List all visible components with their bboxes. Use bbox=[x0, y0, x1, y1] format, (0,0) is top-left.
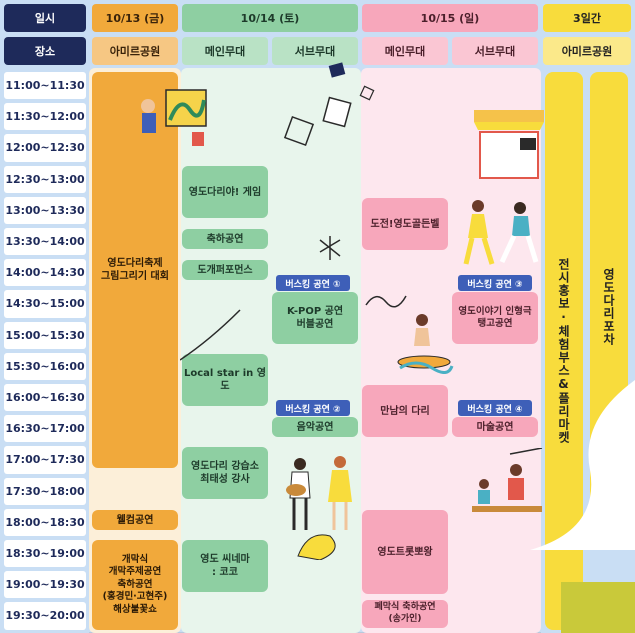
deco-white-wave bbox=[530, 380, 635, 550]
time-slot: 19:00~19:30 bbox=[4, 571, 86, 599]
time-slot: 18:30~19:00 bbox=[4, 540, 86, 568]
event-yeongdo-game: 영도다리야! 게임 bbox=[182, 166, 268, 218]
header-day1: 10/13 (금) bbox=[92, 4, 178, 32]
fishing-illustration bbox=[472, 448, 543, 512]
time-slot: 14:30~15:00 bbox=[4, 290, 86, 318]
event-opening: 개막식 개막주제공연 축하공연 (홍경민·고현주) 해상불꽃쇼 bbox=[92, 540, 178, 630]
dancers-illustration bbox=[463, 200, 539, 265]
deco-shapes bbox=[180, 62, 407, 560]
header-day3-sub: 서브무대 bbox=[452, 37, 538, 65]
deco-corner-block bbox=[561, 582, 635, 633]
busking-2-tag: 버스킹 공연 ② bbox=[276, 400, 350, 416]
time-slot: 11:30~12:00 bbox=[4, 103, 86, 131]
event-puppet-tango: 영도이야기 인형극 탱고공연 bbox=[452, 292, 538, 344]
busking-1-tag: 버스킹 공연 ① bbox=[276, 275, 350, 291]
event-closing: 폐막식 축하공연 (송가인) bbox=[362, 600, 448, 628]
time-slot: 16:30~17:00 bbox=[4, 415, 86, 443]
time-slot: 15:30~16:00 bbox=[4, 352, 86, 380]
header-day1-place: 아미르공원 bbox=[92, 37, 178, 65]
event-magic: 마술공연 bbox=[452, 417, 538, 437]
event-trot-king: 영도트롯뽀왕 bbox=[362, 510, 448, 594]
time-slot: 17:00~17:30 bbox=[4, 446, 86, 474]
painter-illustration bbox=[141, 89, 207, 146]
event-welcome: 웰컴공연 bbox=[92, 510, 178, 530]
event-lecture: 영도다리 강습소 최태성 강사 bbox=[182, 447, 268, 499]
time-slot: 13:00~13:30 bbox=[4, 196, 86, 224]
time-slot: 18:00~18:30 bbox=[4, 508, 86, 536]
event-music: 음악공연 bbox=[272, 417, 358, 437]
time-slot: 14:00~14:30 bbox=[4, 259, 86, 287]
header-day3: 10/15 (일) bbox=[362, 4, 538, 32]
surfer-illustration bbox=[397, 314, 454, 374]
time-slot: 19:30~20:00 bbox=[4, 602, 86, 630]
event-drawing-contest: 영도다리축제 그림그리기 대회 bbox=[92, 72, 178, 468]
busking-3-tag: 버스킹 공연 ③ bbox=[458, 275, 532, 291]
time-slot: 12:00~12:30 bbox=[4, 134, 86, 162]
header-day2-main: 메인무대 bbox=[182, 37, 268, 65]
event-golden-bell: 도전!영도골든벨 bbox=[362, 198, 448, 250]
time-slot: 11:00~11:30 bbox=[4, 72, 86, 100]
header-day3-main: 메인무대 bbox=[362, 37, 448, 65]
event-cinema: 영도 씨네마 : 코코 bbox=[182, 540, 268, 592]
header-date-label: 일시 bbox=[4, 4, 86, 32]
busking-4-tag: 버스킹 공연 ④ bbox=[458, 400, 532, 416]
event-exhibition-booth: 전시홍보·체험부스&플리마켓 bbox=[545, 72, 583, 630]
header-day2-sub: 서브무대 bbox=[272, 37, 358, 65]
time-slot: 13:30~14:00 bbox=[4, 228, 86, 256]
event-bascule-performance: 도개퍼포먼스 bbox=[182, 260, 268, 280]
time-slot: 15:00~15:30 bbox=[4, 321, 86, 349]
event-local-star: Local star in 영도 bbox=[182, 354, 268, 406]
event-kpop-bubble: K-POP 공연 버블공연 bbox=[272, 292, 358, 344]
booth-illustration bbox=[474, 110, 544, 179]
time-slot: 17:30~18:00 bbox=[4, 477, 86, 505]
event-celebration: 축하공연 bbox=[182, 229, 268, 249]
header-all-days: 3일간 bbox=[543, 4, 631, 32]
header-place-label: 장소 bbox=[4, 37, 86, 65]
header-all-days-place: 아미르공원 bbox=[543, 37, 631, 65]
musicians-illustration bbox=[286, 456, 352, 530]
header-day2: 10/14 (토) bbox=[182, 4, 358, 32]
time-slot: 16:00~16:30 bbox=[4, 384, 86, 412]
event-meeting-bridge: 만남의 다리 bbox=[362, 385, 448, 437]
time-slot: 12:30~13:00 bbox=[4, 165, 86, 193]
